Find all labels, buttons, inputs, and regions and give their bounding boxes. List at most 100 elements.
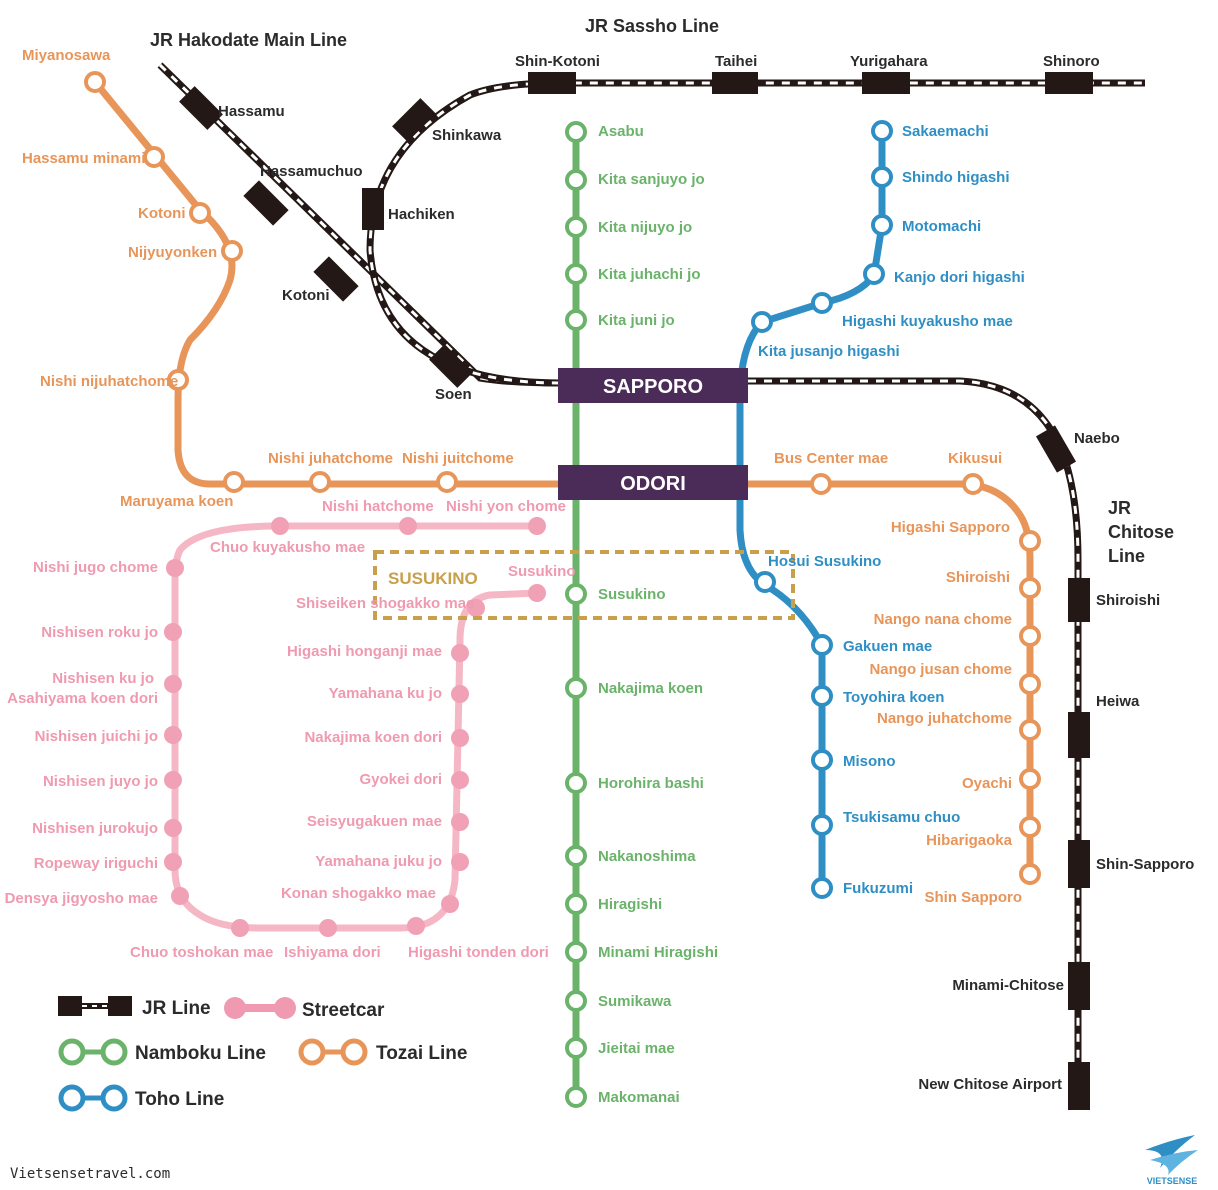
toho-line — [736, 120, 893, 899]
susukino-area-box — [373, 550, 795, 620]
tozai-station-kotoni — [189, 202, 211, 224]
jr-station-soen — [429, 344, 473, 388]
streetcar-stop-nishisen-roku-jo — [164, 623, 182, 641]
namboku-label: Nakajima koen — [598, 680, 703, 697]
streetcar-label: Nishisen ku jo — [52, 670, 154, 687]
streetcar-label: Susukino — [508, 563, 576, 580]
jr-station-minami-chitose — [1068, 962, 1090, 1010]
streetcar-stop-ishiyama-dori — [319, 919, 337, 937]
jr-label-taihei: Taihei — [715, 53, 757, 70]
jr-station-hachiken — [362, 188, 384, 230]
streetcar-label: Nishi hatchome — [322, 498, 434, 515]
toho-track — [736, 131, 886, 888]
streetcar-label: Konan shogakko mae — [281, 885, 436, 902]
legend-jr-label: JR Line — [142, 998, 211, 1019]
jr-station-shin-kotoni — [528, 72, 576, 94]
toho-station-kita-jusanjo-higashi — [751, 311, 773, 333]
namboku-label: Kita juhachi jo — [598, 266, 701, 283]
toho-station-motomachi — [871, 214, 893, 236]
streetcar-label: Asahiyama koen dori — [7, 690, 158, 707]
streetcar-labels: Nishi hatchome Nishi yon chome Chuo kuya… — [5, 498, 576, 961]
namboku-label: Asabu — [598, 123, 644, 140]
tozai-label: Kikusui — [948, 450, 1002, 467]
namboku-station-asabu — [565, 121, 587, 143]
streetcar-track — [171, 522, 538, 932]
jr-sassho-line-title: JR Sassho Line — [585, 16, 719, 36]
streetcar-stop-nishisen-ku-jo — [164, 675, 182, 693]
streetcar-stop-nishi-yon-chome — [528, 517, 546, 535]
toho-label: Shindo higashi — [902, 169, 1010, 186]
toho-label: Motomachi — [902, 218, 981, 235]
namboku-station-kita-juni-jo — [565, 309, 587, 331]
tozai-station-higashi-sapporo — [1019, 530, 1041, 552]
namboku-station-nakanoshima — [565, 845, 587, 867]
namboku-label: Kita juni jo — [598, 312, 675, 329]
namboku-label: Jieitai mae — [598, 1040, 675, 1057]
toho-station-sakaemachi — [871, 120, 893, 142]
jr-station-new-chitose-airport — [1068, 1062, 1090, 1110]
namboku-line — [565, 121, 587, 1108]
jr-chitose-line-title-2: Chitose — [1108, 522, 1174, 542]
toho-label: Fukuzumi — [843, 880, 913, 897]
tozai-label: Maruyama koen — [120, 493, 233, 510]
jr-station-hassamu — [179, 86, 223, 130]
streetcar-stop-shiseiken-shogakko-mae — [467, 599, 485, 617]
streetcar-label: Nishi jugo chome — [33, 559, 158, 576]
jr-label-heiwa: Heiwa — [1096, 693, 1140, 710]
toho-station-shindo-higashi — [871, 166, 893, 188]
site-credit: Vietsensetravel.com — [10, 1166, 170, 1182]
namboku-label: Horohira bashi — [598, 775, 704, 792]
vietsense-logo: VIETSENSE — [1145, 1135, 1198, 1186]
namboku-station-kita-juhachi-jo — [565, 263, 587, 285]
namboku-station-susukino — [565, 583, 587, 605]
streetcar-label: Nishisen juichi jo — [35, 728, 158, 745]
toho-label: Toyohira koen — [843, 689, 944, 706]
jr-station-shiroishi — [1068, 578, 1090, 622]
tozai-station-nishi-juhatchome — [309, 471, 331, 493]
sapporo-hub-label: SAPPORO — [603, 376, 703, 398]
legend-namboku-symbol — [58, 1038, 128, 1066]
jr-station-shin-sapporo — [1068, 840, 1090, 888]
toho-label: Hosui Susukino — [768, 553, 881, 570]
legend-jr-symbol — [58, 996, 132, 1016]
legend: JR Line Streetcar Namboku Line Tozai Lin… — [58, 996, 467, 1112]
tozai-label: Miyanosawa — [22, 47, 111, 64]
streetcar-stop-gyokei-dori — [451, 771, 469, 789]
streetcar-label: Chuo kuyakusho mae — [210, 539, 365, 556]
namboku-station-nakajima-koen — [565, 677, 587, 699]
jr-station-taihei — [712, 72, 758, 94]
odori-hub — [558, 465, 748, 500]
jr-label-kotoni: Kotoni — [282, 287, 329, 304]
namboku-station-kita-nijuyo-jo — [565, 216, 587, 238]
tozai-label: Nango jusan chome — [869, 661, 1012, 678]
jr-label-hassamu: Hassamu — [218, 103, 285, 120]
tozai-station-kikusui — [962, 473, 984, 495]
namboku-label: Minami Hiragishi — [598, 944, 718, 961]
jr-label-yurigahara: Yurigahara — [850, 53, 928, 70]
namboku-station-kita-sanjuyo-jo — [565, 169, 587, 191]
namboku-label: Sumikawa — [598, 993, 672, 1010]
streetcar-stop-nishisen-jurokujo — [164, 819, 182, 837]
toho-station-gakuen-mae — [811, 634, 833, 656]
toho-label: Higashi kuyakusho mae — [842, 313, 1013, 330]
tozai-station-maruyama-koen — [223, 471, 245, 493]
jr-label-shinoro: Shinoro — [1043, 53, 1100, 70]
tozai-station-shiroishi — [1019, 577, 1041, 599]
toho-labels: Sakaemachi Shindo higashi Motomachi Kanj… — [758, 123, 1025, 897]
namboku-label: Makomanai — [598, 1089, 680, 1106]
streetcar-stop-nishisen-juichi-jo — [164, 726, 182, 744]
namboku-station-sumikawa — [565, 990, 587, 1012]
jr-label-soen: Soen — [435, 386, 472, 403]
streetcar-line — [164, 517, 546, 937]
toho-station-fukuzumi — [811, 877, 833, 899]
susukino-area-label: SUSUKINO — [388, 569, 478, 588]
toho-label: Kita jusanjo higashi — [758, 343, 900, 360]
vietsense-logo-text: VIETSENSE — [1147, 1176, 1198, 1186]
streetcar-label: Chuo toshokan mae — [130, 944, 273, 961]
toho-label: Tsukisamu chuo — [843, 809, 960, 826]
tozai-label: Nishi nijuhatchome — [40, 373, 178, 390]
namboku-station-makomanai — [565, 1086, 587, 1108]
jr-label-shin-sapporo: Shin-Sapporo — [1096, 856, 1194, 873]
jr-chitose-line-title-3: Line — [1108, 546, 1145, 566]
streetcar-stop-chuo-kuyakusho-mae — [271, 517, 289, 535]
